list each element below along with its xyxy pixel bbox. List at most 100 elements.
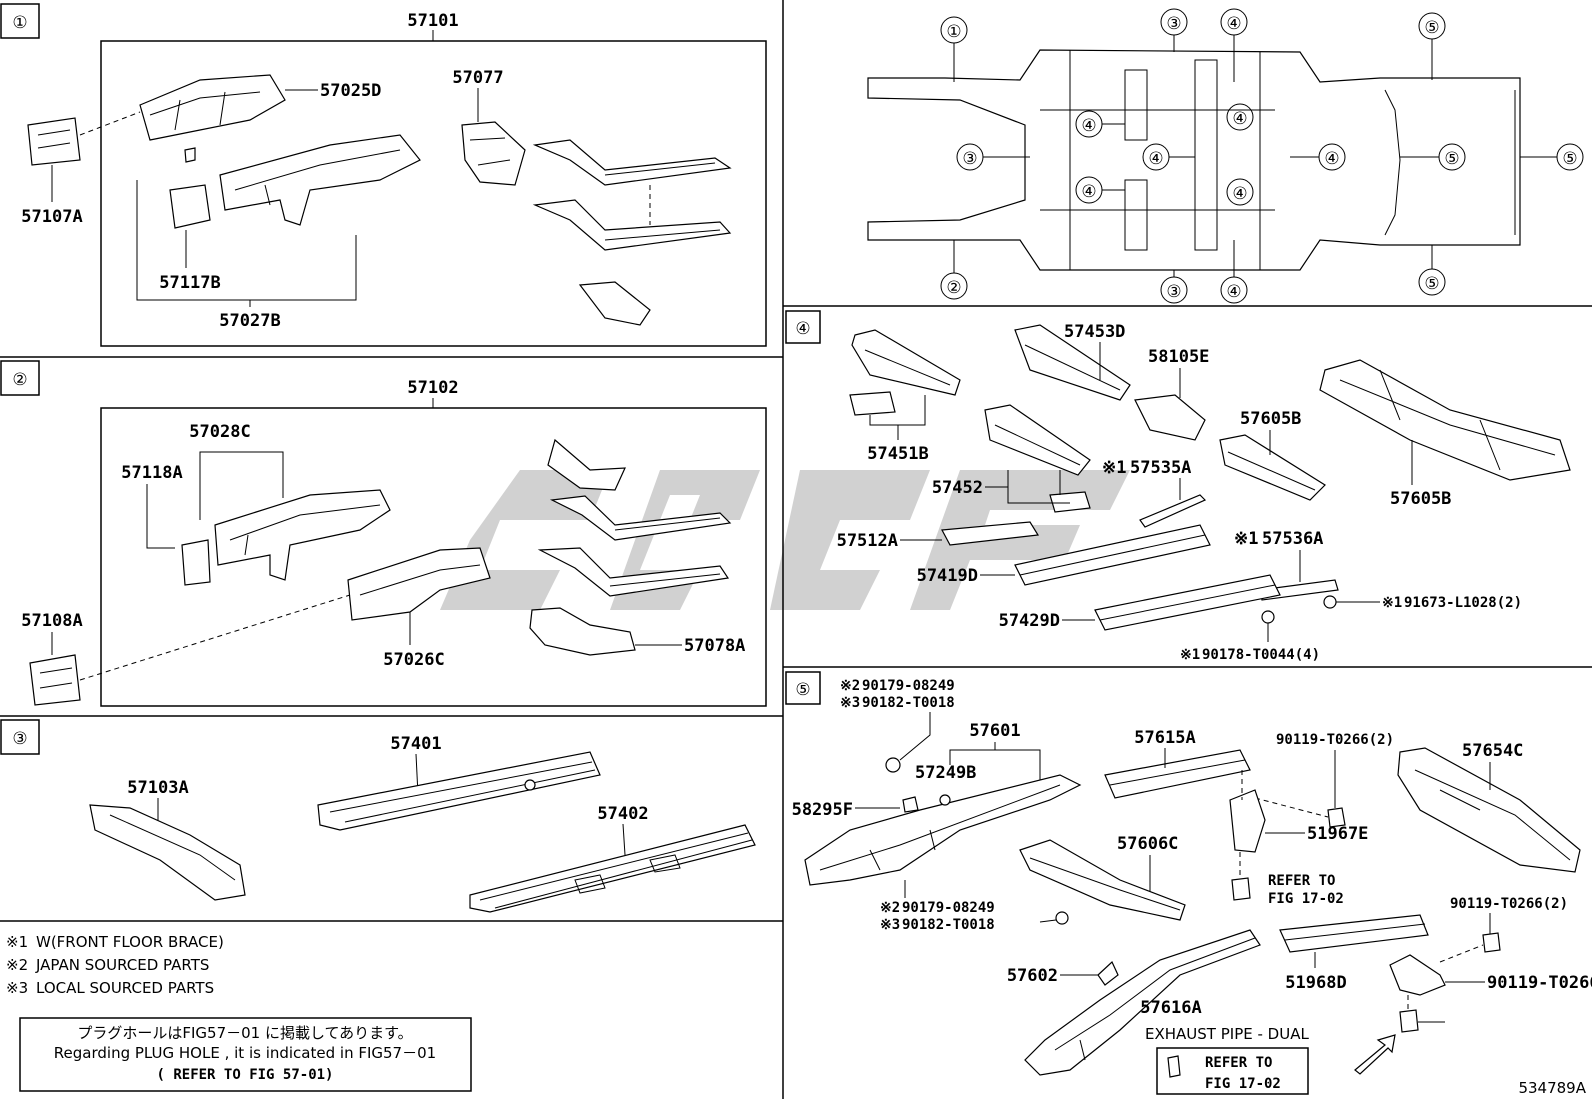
direction-arrow	[1354, 1034, 1396, 1075]
marker-k2: ※2	[880, 900, 900, 916]
section-badge-5: ⑤	[785, 671, 821, 705]
part-label: 57606C	[1117, 834, 1178, 854]
part-label: 90179-08249	[902, 900, 995, 916]
marker-k1: ※1	[1382, 595, 1402, 611]
svg-text:④: ④	[1226, 282, 1241, 302]
svg-text:W(FRONT FLOOR BRACE): W(FRONT FLOOR BRACE)	[36, 933, 224, 951]
svg-text:REFER TO: REFER TO	[1205, 1055, 1272, 1071]
overview-marker: ④	[1220, 276, 1248, 304]
part-shape-rail-2-upper	[549, 495, 732, 541]
svg-text:⑤: ⑤	[1562, 149, 1577, 169]
part-shape-57402	[469, 824, 756, 913]
part-shape-57108a	[29, 654, 81, 706]
part-label: 57536A	[1262, 529, 1323, 549]
overview-marker: ③	[1160, 8, 1188, 36]
part-shape-57606c	[1019, 839, 1186, 921]
section-badge-4: ④	[785, 310, 821, 344]
svg-text:⑤: ⑤	[1424, 274, 1439, 294]
part-label: 90119-T0266(2)	[1276, 732, 1394, 748]
part-label: 57452	[932, 478, 983, 498]
svg-text:①: ①	[946, 22, 961, 42]
part-label: 90179-08249	[862, 678, 955, 694]
overview-marker: ④	[1226, 103, 1254, 131]
part-shape-57454c	[1219, 434, 1326, 501]
part-shape-57535a	[1139, 494, 1207, 528]
refer-text: REFER TO	[1268, 873, 1335, 889]
svg-text:⑤: ⑤	[795, 680, 810, 700]
svg-text:②: ②	[12, 370, 27, 390]
overview-marker: ⑤	[1418, 12, 1446, 40]
part-shape-57107a	[27, 117, 81, 166]
part-shape-front-rail-lower	[532, 199, 732, 251]
part-label: 57026C	[383, 650, 444, 670]
part-shape-57118a	[181, 539, 211, 586]
part-shape-57027b	[219, 134, 421, 226]
part-label: 57117B	[159, 273, 220, 293]
part-shape-57117b	[169, 184, 211, 229]
footnote-2: ※2 JAPAN SOURCED PARTS	[6, 956, 209, 974]
part-shape-51967e	[1229, 789, 1266, 853]
part-label: 90182-T0018	[862, 695, 955, 711]
svg-text:( REFER TO FIG 57-01): ( REFER TO FIG 57-01)	[156, 1067, 333, 1083]
part-shape-57026c	[347, 547, 491, 621]
svg-text:④: ④	[1148, 149, 1163, 169]
part-shape-57605b	[1319, 359, 1571, 481]
marker-k3: ※3	[840, 695, 860, 711]
part-shape-57077	[461, 121, 526, 186]
section-badge-3: ③	[0, 719, 40, 755]
svg-text:③: ③	[12, 729, 27, 749]
overview-marker: ④	[1226, 178, 1254, 206]
svg-text:※3: ※3	[6, 979, 28, 997]
svg-text:④: ④	[1324, 149, 1339, 169]
part-label: 57108A	[21, 611, 82, 631]
part-label: 57419D	[917, 566, 978, 586]
overview-marker: ③	[956, 143, 984, 171]
exhaust-label: EXHAUST PIPE - DUAL	[1145, 1025, 1309, 1043]
frame-overview	[867, 49, 1521, 271]
part-shape-58296f	[1097, 960, 1119, 986]
svg-text:①: ①	[12, 13, 27, 33]
part-label: 57535A	[1130, 458, 1191, 478]
part-label: 57429D	[999, 611, 1060, 631]
marker-k1: ※1	[1102, 458, 1126, 478]
overview-marker: ②	[940, 272, 968, 300]
part-label: 57654C	[1462, 741, 1523, 761]
part-label: 57101	[407, 11, 458, 31]
watermark-logo	[440, 470, 1130, 610]
overview-marker: ⑤	[1556, 143, 1584, 171]
part-shape-57452	[984, 404, 1091, 476]
overview-marker: ⑤	[1418, 268, 1446, 296]
part-shape-rail-2-lower	[537, 547, 730, 597]
part-label: 57616A	[1140, 998, 1201, 1018]
part-shape-57654c	[1397, 747, 1581, 873]
svg-text:④: ④	[1081, 182, 1096, 202]
marker-k2: ※2	[840, 678, 860, 694]
svg-text:FIG 17-02: FIG 17-02	[1205, 1076, 1281, 1092]
part-label: 51967E	[1307, 824, 1368, 844]
part-shape-57103a	[89, 804, 246, 901]
part-label: 90119-T0266	[1487, 973, 1592, 993]
svg-text:※2: ※2	[6, 956, 28, 974]
diagram-id: 534789A	[1518, 1079, 1586, 1097]
part-label: 57605B	[1240, 409, 1301, 429]
part-label: 58295F	[792, 800, 853, 820]
svg-text:⑤: ⑤	[1424, 18, 1439, 38]
part-shape-57616a	[1279, 914, 1429, 953]
svg-text:④: ④	[1226, 14, 1241, 34]
part-label: 57453D	[1064, 322, 1125, 342]
part-label: 57605B	[1390, 489, 1451, 509]
svg-text:④: ④	[1232, 184, 1247, 204]
overview-marker: ①	[940, 16, 968, 44]
svg-text:JAPAN SOURCED PARTS: JAPAN SOURCED PARTS	[35, 956, 209, 974]
part-shape-57028c	[214, 489, 391, 581]
part-shape-57078a	[529, 607, 636, 656]
part-shape-front-rail-upper	[532, 139, 732, 186]
part-shape-58105e	[1134, 394, 1206, 441]
part-label: 51968D	[1285, 973, 1346, 993]
marker-k3: ※3	[880, 917, 900, 933]
part-label: 57402	[597, 804, 648, 824]
part-shape-51968d	[1389, 954, 1446, 996]
part-label: 57249B	[915, 763, 976, 783]
part-shape-bracket	[578, 281, 651, 326]
part-label: 91673-L1028(2)	[1404, 595, 1522, 611]
